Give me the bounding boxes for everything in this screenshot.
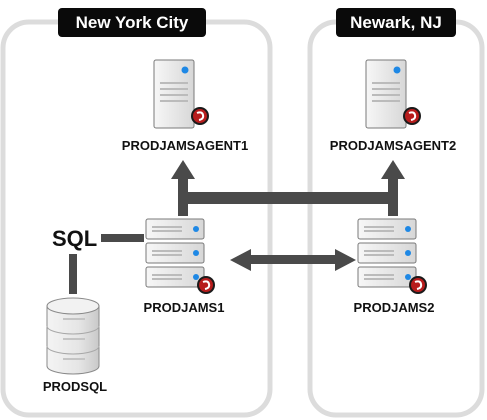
- node-label-agent1: PRODJAMSAGENT1: [121, 138, 249, 153]
- node-label-db: PRODSQL: [42, 379, 108, 394]
- server-rack-icon: [357, 218, 428, 295]
- server-icon: [365, 59, 422, 129]
- node-label-jams2: PRODJAMS2: [353, 300, 435, 315]
- agent-connections: [69, 160, 405, 294]
- site-panel-nyc: [0, 19, 273, 418]
- server-icon: [153, 59, 210, 129]
- server-rack-icon: [145, 218, 216, 295]
- jams-badge-icon: [402, 106, 422, 126]
- jams-badge-icon: [190, 106, 210, 126]
- database-icon: [46, 297, 100, 375]
- jams-badge-icon: [408, 275, 428, 295]
- sql-link-label: SQL: [52, 226, 98, 251]
- node-label-jams1: PRODJAMS1: [143, 300, 225, 315]
- sql-link-line: [69, 254, 77, 294]
- sql-link-line: [101, 234, 144, 242]
- arrow-head-agent2: [381, 160, 405, 179]
- site-title-newark: Newark, NJ: [336, 8, 456, 37]
- arrow-head-right: [335, 249, 356, 271]
- site-title-nyc: New York City: [58, 8, 206, 37]
- connector-line: [183, 192, 398, 204]
- jams-badge-icon: [196, 275, 216, 295]
- node-label-agent2: PRODJAMSAGENT2: [329, 138, 457, 153]
- replication-line: [250, 255, 337, 264]
- arrow-head-agent1: [171, 160, 195, 179]
- arrow-head-left: [230, 249, 251, 271]
